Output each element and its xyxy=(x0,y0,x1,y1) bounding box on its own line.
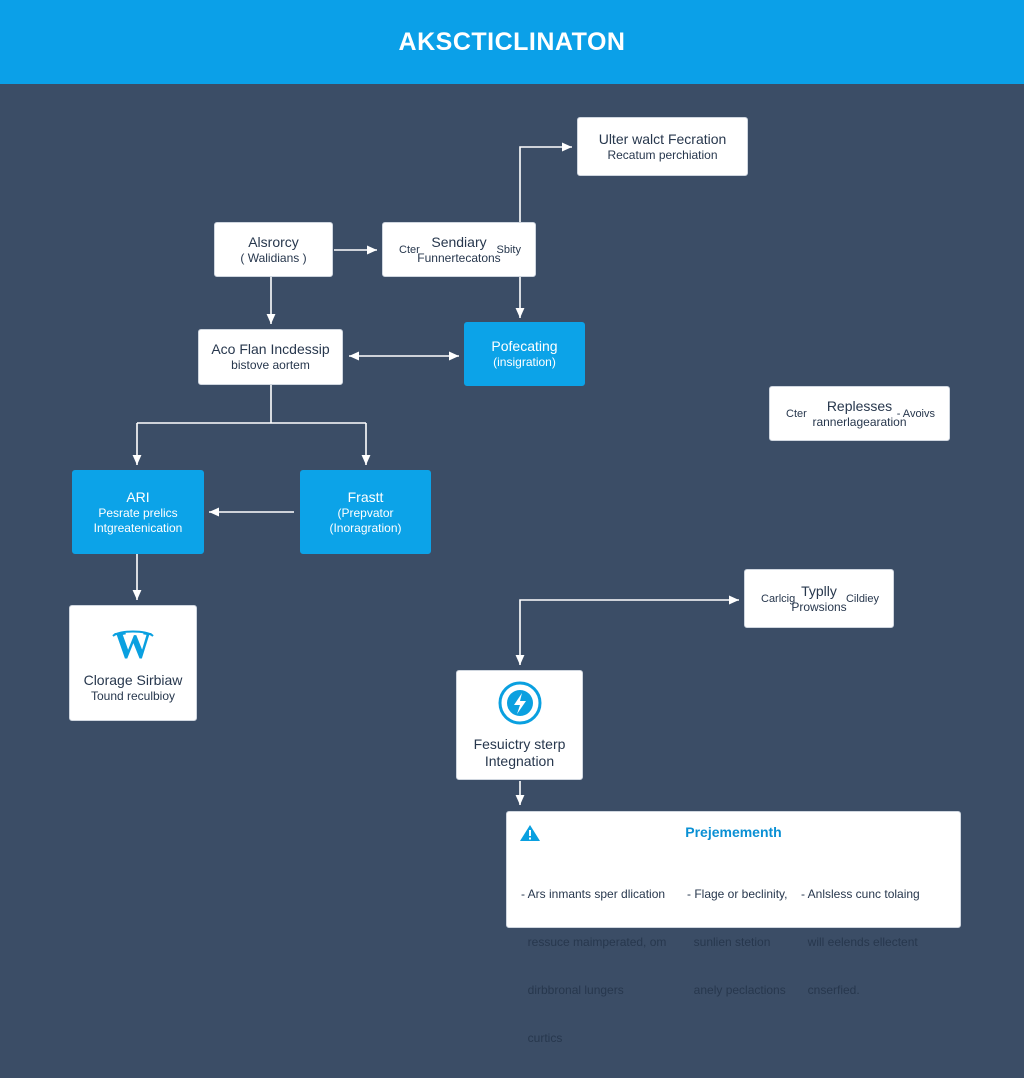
node-alsrocy[interactable]: Alsrorcy ( Walidians ) xyxy=(214,222,333,277)
node-subtitle: Funnertecatons xyxy=(417,250,501,265)
node-subtitle: bistove aortem xyxy=(231,358,310,372)
node-subtitle: Intgreatenication xyxy=(93,520,183,535)
connector-sendiary-ultra xyxy=(519,142,572,222)
node-subtitle: ( Walidians ) xyxy=(240,250,307,265)
node-side-label-right: - Avoivs xyxy=(896,407,935,420)
node-side-label-right: Sbity xyxy=(496,243,521,256)
node-replesses[interactable]: Cter Replesses - Avoivs rannerlagearatio… xyxy=(769,386,950,441)
note-line: dirbbronal lungers xyxy=(521,983,624,997)
header-bar: AKSCTICLINATON xyxy=(0,0,1024,84)
node-subtitle: (Inoragration) xyxy=(329,520,402,535)
node-subtitle: Recatum perchiation xyxy=(607,147,718,162)
note-line: anely peclactions xyxy=(687,983,786,997)
note-title: Prejemementh xyxy=(685,824,782,840)
note-line: sunlien stetion xyxy=(687,935,771,949)
diagram-title: AKSCTICLINATON xyxy=(398,27,626,56)
node-side-label-left: Carlcig xyxy=(761,592,796,605)
note-line: - Flage or beclinity, xyxy=(687,887,788,901)
note-column-2: - Flage or beclinity, sunlien stetion an… xyxy=(687,854,787,1030)
node-title: Typlly xyxy=(801,582,837,599)
note-line: ressuce maimperated, om xyxy=(521,935,667,949)
node-side-label-left: Cter xyxy=(786,407,807,420)
node-pofecating[interactable]: Pofecating (insigration) xyxy=(464,322,585,386)
node-side-label-right: Cildiey xyxy=(845,592,879,605)
node-clorage[interactable]: W Clorage Sirbiaw Tound reculbioy xyxy=(69,605,197,721)
note-line: will eelends ellectent xyxy=(801,935,918,949)
node-subtitle: Tound reculbioy xyxy=(90,689,176,703)
node-subtitle: Integnation xyxy=(484,753,555,769)
node-title: Ulter walct Fecration xyxy=(598,130,727,147)
node-typlly[interactable]: Carlcig Typlly Cildiey Prowsions xyxy=(744,569,894,628)
warning-icon xyxy=(520,825,540,841)
node-title: Aco Flan Incdessip xyxy=(211,341,330,357)
connector-layer xyxy=(132,142,739,805)
note-line: cnserfied. xyxy=(801,983,860,997)
node-subtitle: Prowsions xyxy=(791,599,847,614)
note-column-1: - Ars inmants sper dlication ressuce mai… xyxy=(521,854,666,1078)
node-subtitle: (insigration) xyxy=(493,355,556,369)
node-subtitle: Pesrate prelics xyxy=(98,505,178,520)
node-ultra-walct[interactable]: Ulter walct Fecration Recatum perchiatio… xyxy=(577,117,748,176)
node-title: Alsrorcy xyxy=(248,233,299,250)
note-line: - Anlsless cunc tolaing xyxy=(801,887,920,901)
lightning-bolt-icon xyxy=(498,681,541,725)
note-column-3: - Anlsless cunc tolaing will eelends ell… xyxy=(801,854,920,1030)
connector-aco-branch xyxy=(137,385,366,424)
note-line: curtics xyxy=(521,1031,563,1045)
node-side-label-left: Cter xyxy=(399,243,420,256)
node-frastt[interactable]: Frastt (Prepvator (Inoragration) xyxy=(300,470,431,554)
connector-typlly-fesuictry xyxy=(515,595,739,665)
requirements-note-panel: Prejemementh - Ars inmants sper dlicatio… xyxy=(506,811,961,1045)
node-subtitle: (Prepvator xyxy=(337,505,394,520)
node-subtitle: rannerlagearation xyxy=(812,414,907,429)
node-title: Fesuictry sterp xyxy=(473,736,566,752)
node-title: Frastt xyxy=(347,488,384,505)
node-fesuictry[interactable]: Fesuictry sterp Integnation xyxy=(456,670,583,780)
node-title: ARI xyxy=(126,488,150,505)
node-title: Pofecating xyxy=(491,338,558,354)
node-aco-flan[interactable]: Aco Flan Incdessip bistove aortem xyxy=(198,329,343,385)
node-sendiary[interactable]: Cter Sendiary Sbity Funnertecatons xyxy=(382,222,536,277)
node-title: Sendiary xyxy=(431,233,487,250)
note-line: - Ars inmants sper dlication xyxy=(521,887,666,901)
wordpress-logo-icon: W xyxy=(112,625,154,662)
node-ari[interactable]: ARI Pesrate prelics Intgreatenication xyxy=(72,470,204,554)
node-title: Clorage Sirbiaw xyxy=(83,672,183,688)
node-title: Replesses xyxy=(826,397,893,414)
svg-text:W: W xyxy=(114,625,152,662)
